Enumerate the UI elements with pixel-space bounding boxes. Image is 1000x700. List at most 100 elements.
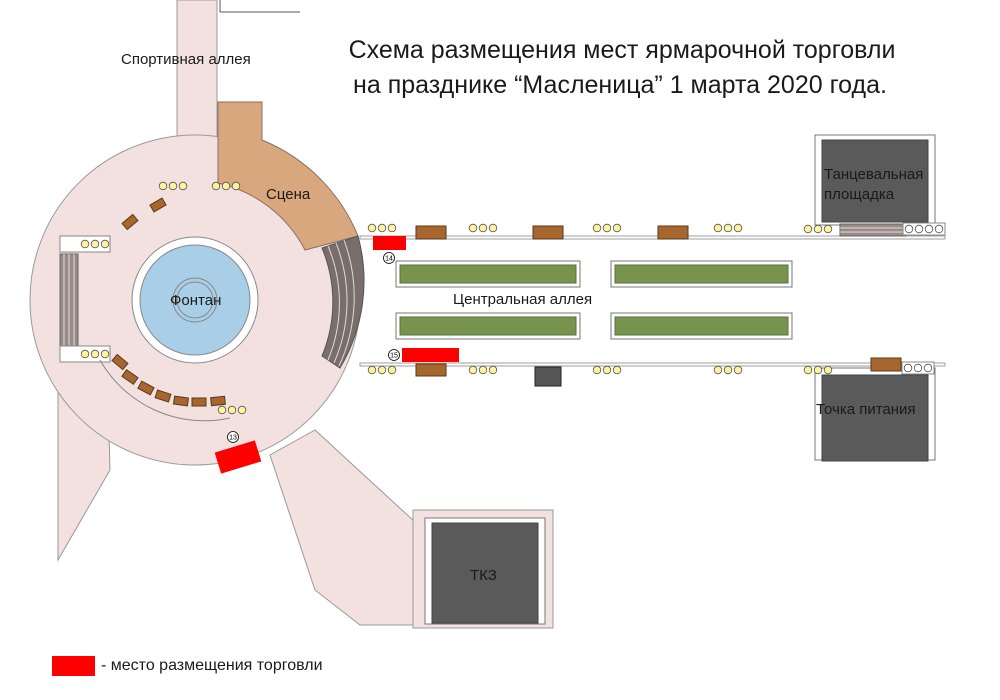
dance-floor-area: [814, 134, 936, 237]
trade-spot-14[interactable]: [373, 236, 406, 250]
lamp: [178, 181, 188, 191]
lamp: [221, 181, 231, 191]
lamp: [80, 239, 90, 249]
lawn-nw: [399, 264, 577, 284]
lamp: [914, 224, 924, 234]
lamp: [592, 223, 602, 233]
food-point: [821, 374, 929, 462]
lamp: [90, 349, 100, 359]
stall: [121, 213, 139, 231]
trade-spot-number: 14: [385, 256, 393, 263]
lamp: [468, 223, 478, 233]
inner-walkway-arc: [99, 359, 231, 422]
lamp: [934, 224, 944, 234]
lamp: [813, 224, 823, 234]
lamp: [602, 365, 612, 375]
stall: [415, 363, 447, 377]
stall: [532, 225, 564, 240]
stall: [415, 225, 447, 240]
lamp: [478, 365, 488, 375]
lamp: [903, 363, 913, 373]
label-stage: Сцена: [266, 186, 311, 203]
legend-swatch: [52, 656, 95, 676]
lamp: [468, 365, 478, 375]
lamp: [367, 365, 377, 375]
lamp: [904, 224, 914, 234]
lamp: [713, 223, 723, 233]
lamp: [602, 223, 612, 233]
lamp: [924, 224, 934, 234]
lamp: [612, 365, 622, 375]
lamp: [803, 365, 813, 375]
lamp: [367, 223, 377, 233]
lamp: [237, 405, 247, 415]
map-title-line-1: Схема размещения мест ярмарочной торговл…: [349, 36, 896, 64]
lamp: [592, 365, 602, 375]
alley-edge-north: [359, 235, 946, 240]
legend-text: - место размещения торговли: [101, 657, 323, 674]
alley-stalls: [415, 225, 689, 377]
label-sport-alley: Спортивная аллея: [121, 51, 251, 68]
lamp: [377, 365, 387, 375]
alley-edge-south: [359, 362, 946, 367]
map-title-line-2: на празднике “Масленица” 1 марта 2020 го…: [353, 71, 887, 99]
street-lamps: [80, 181, 946, 415]
food-stall: [870, 357, 902, 372]
lamp: [168, 181, 178, 191]
food-point-area: [814, 357, 936, 462]
lamp: [478, 223, 488, 233]
lamp: [913, 363, 923, 373]
trade-spot-15[interactable]: [402, 348, 459, 362]
lamp: [211, 181, 221, 191]
legend: - место размещения торговли: [52, 656, 323, 676]
dance-steps: [839, 223, 907, 237]
tkz-building: [431, 522, 539, 624]
lamp: [377, 223, 387, 233]
lamp: [231, 181, 241, 191]
lamp: [813, 365, 823, 375]
lamp: [803, 224, 813, 234]
kiosk: [534, 366, 562, 387]
lamp: [488, 365, 498, 375]
stall: [121, 369, 139, 385]
lamp: [733, 365, 743, 375]
stall: [172, 395, 190, 407]
lamp: [723, 223, 733, 233]
label-food-point: Точка питания: [816, 401, 916, 418]
lamp: [488, 223, 498, 233]
lamp: [158, 181, 168, 191]
trade-spot-number: 13: [229, 435, 237, 442]
lawn-sw: [399, 316, 577, 336]
lawn-se: [614, 316, 789, 336]
plaza-stalls: [111, 197, 226, 407]
lamp: [923, 363, 933, 373]
lawn-ne: [614, 264, 789, 284]
lamp: [723, 365, 733, 375]
stall: [191, 397, 207, 407]
stall: [137, 380, 155, 396]
tkz-area: [412, 509, 554, 629]
trade-spot-number: 15: [390, 353, 398, 360]
label-tkz: ТКЗ: [470, 567, 497, 584]
trade-spot-markers: 13 14 15: [227, 252, 400, 443]
lamp: [612, 223, 622, 233]
lamp-bench: [902, 222, 946, 236]
stall: [149, 197, 167, 213]
lamp: [80, 349, 90, 359]
lamp: [387, 223, 397, 233]
stage-steps: [321, 235, 365, 369]
trade-spot-13[interactable]: [214, 440, 262, 474]
lamp: [217, 405, 227, 415]
lamp: [90, 239, 100, 249]
dance-floor: [821, 139, 929, 223]
lamp: [387, 365, 397, 375]
stall: [111, 353, 129, 371]
lamp: [823, 224, 833, 234]
label-central-alley: Центральная аллея: [453, 291, 592, 308]
lamp: [100, 349, 110, 359]
lamp: [733, 223, 743, 233]
trade-spots: [214, 236, 459, 474]
stall: [154, 389, 172, 403]
stage-area: [217, 101, 365, 369]
